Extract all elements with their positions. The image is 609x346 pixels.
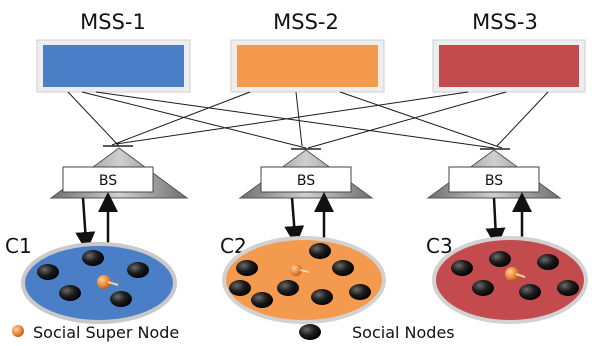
legend-super-node-swatch bbox=[12, 325, 24, 337]
cluster-1-label: C1 bbox=[5, 234, 32, 258]
mss-bs-links bbox=[67, 91, 549, 149]
cluster-1-nodes bbox=[37, 250, 149, 307]
social-node bbox=[332, 260, 354, 276]
mss-3-label: MSS-3 bbox=[472, 10, 538, 34]
cluster-2-nodes bbox=[229, 243, 371, 308]
social-node bbox=[82, 250, 104, 266]
bs-1-label: BS bbox=[99, 173, 117, 189]
legend-social-nodes-label: Social Nodes bbox=[352, 323, 455, 342]
legend-social-node-swatch bbox=[299, 324, 321, 340]
mss-1-fill bbox=[43, 45, 184, 87]
social-node bbox=[557, 280, 579, 296]
legend-super-node-label: Social Super Node bbox=[33, 323, 179, 342]
mss-2-label: MSS-2 bbox=[273, 10, 339, 34]
bs-2-box bbox=[260, 166, 352, 193]
social-node bbox=[451, 260, 473, 276]
mss-2-fill bbox=[237, 45, 378, 87]
cluster-3-nodes bbox=[451, 251, 579, 300]
bs-2-label: BS bbox=[297, 173, 315, 189]
social-node bbox=[311, 289, 333, 305]
social-super-node bbox=[97, 275, 111, 289]
social-super-node bbox=[505, 267, 519, 281]
legend: Social Super Node Social Nodes bbox=[12, 323, 455, 342]
social-node bbox=[236, 260, 258, 276]
bs-cluster-arrows bbox=[75, 192, 532, 252]
social-node bbox=[127, 262, 149, 278]
bs-1-box bbox=[62, 166, 154, 193]
cluster-2-disc bbox=[222, 236, 386, 324]
social-node bbox=[349, 284, 371, 300]
bs-3-box bbox=[448, 166, 540, 193]
social-node bbox=[59, 285, 81, 301]
mss-1-label: MSS-1 bbox=[80, 10, 146, 34]
social-node bbox=[251, 292, 273, 308]
social-node bbox=[537, 254, 559, 270]
social-super-node bbox=[290, 264, 302, 276]
social-node bbox=[37, 264, 59, 280]
social-node bbox=[489, 251, 511, 267]
mss-3-fill bbox=[439, 45, 579, 87]
bs-3-label: BS bbox=[485, 173, 503, 189]
social-node bbox=[229, 280, 251, 296]
social-node bbox=[309, 243, 331, 259]
social-node bbox=[277, 280, 299, 296]
social-node bbox=[519, 284, 541, 300]
social-node bbox=[472, 280, 494, 296]
social-node bbox=[110, 291, 132, 307]
